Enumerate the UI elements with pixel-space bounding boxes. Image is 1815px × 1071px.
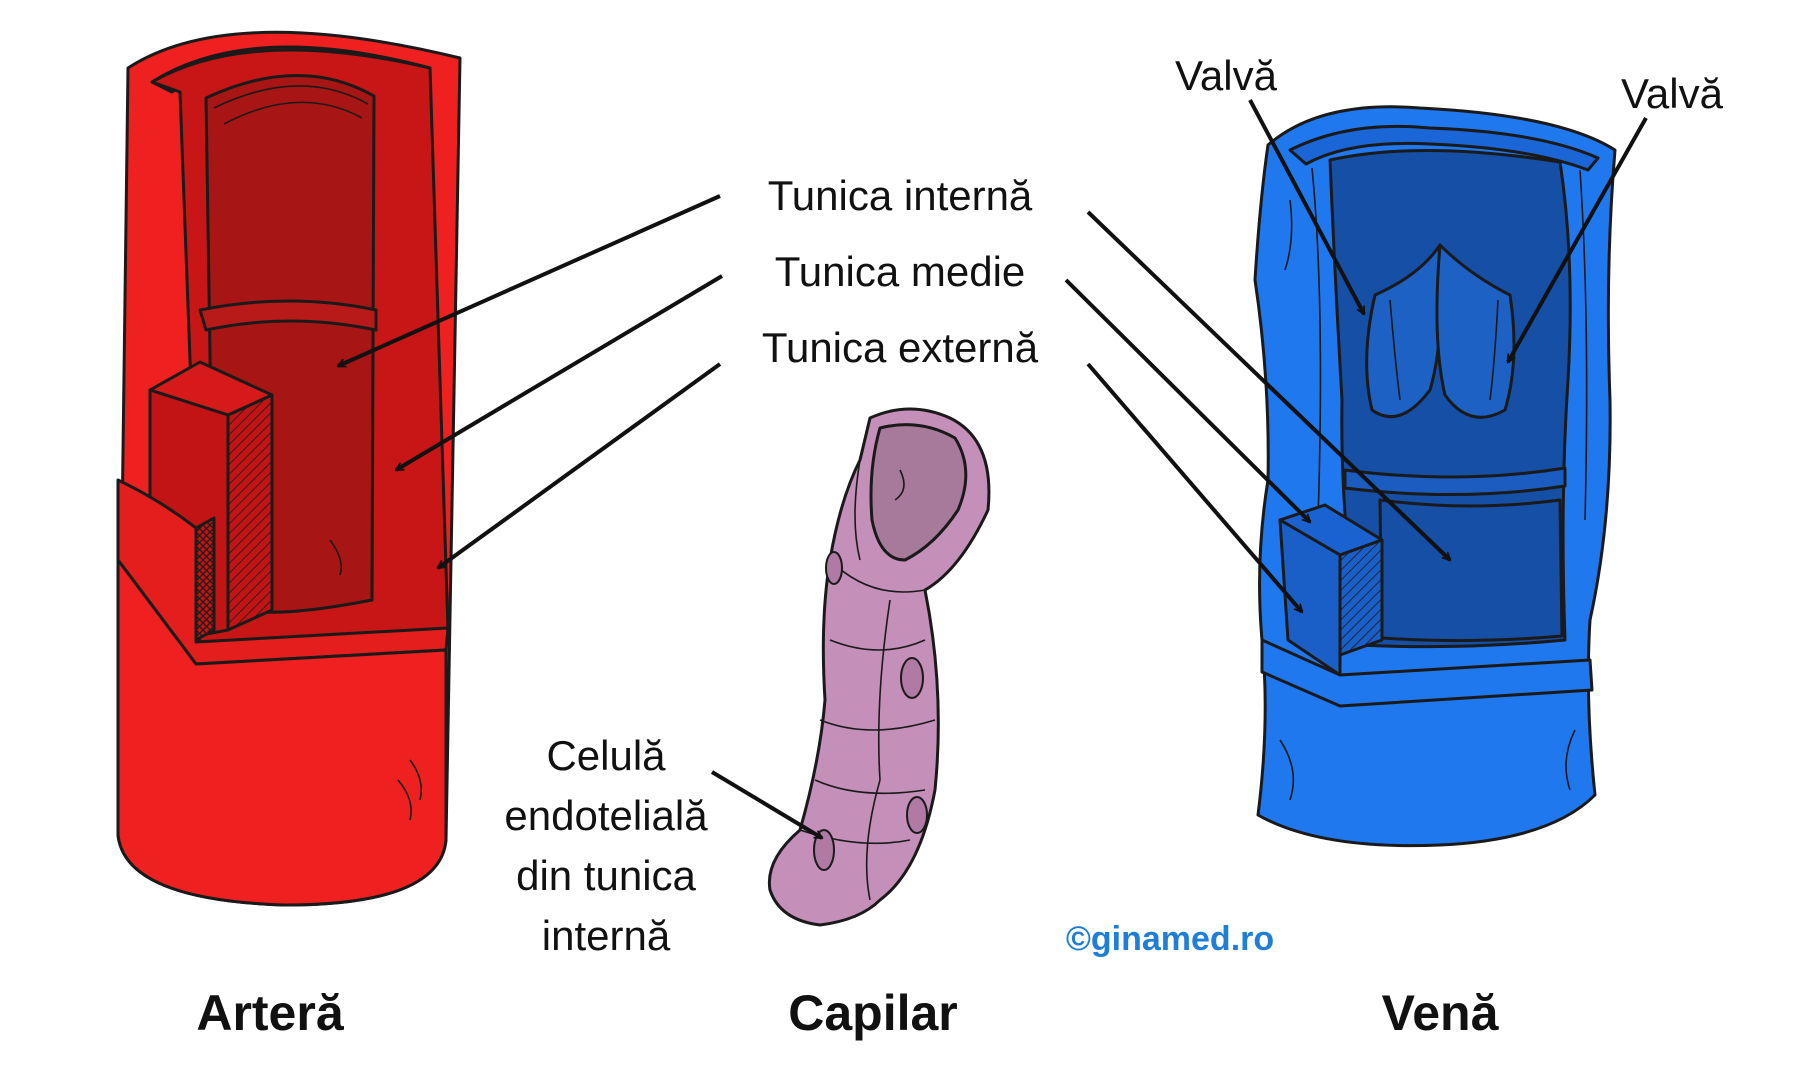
artery-media-cut-face bbox=[226, 393, 274, 632]
labels: Tunica internă Tunica medie Tunica exter… bbox=[196, 52, 1723, 1041]
label-celula-line1: Celulă bbox=[546, 732, 666, 779]
label-valva-left: Valvă bbox=[1175, 52, 1278, 99]
title-capilar: Capilar bbox=[788, 985, 958, 1041]
arrow-tunica-interna-artery bbox=[336, 194, 721, 368]
label-celula-line2: endotelială bbox=[504, 792, 708, 839]
arrow-tunica-externa-artery bbox=[436, 362, 722, 570]
capillary-nucleus bbox=[906, 796, 928, 834]
arrow-tunica-interna-vein bbox=[1086, 210, 1452, 562]
label-celula-line4: internă bbox=[542, 912, 671, 959]
arrow-valva-right bbox=[1506, 117, 1648, 364]
credit-watermark: ©ginamed.ro bbox=[1066, 920, 1274, 958]
vein-illustration bbox=[1253, 105, 1617, 848]
arrow-tunica-externa-vein bbox=[1086, 362, 1304, 614]
vein-tunica-media-rim bbox=[1288, 124, 1600, 172]
capillary-nucleus bbox=[900, 657, 924, 699]
capillary-nucleus bbox=[813, 829, 835, 871]
vein-valve-right bbox=[1435, 243, 1516, 419]
vein-media-cut-face bbox=[1338, 538, 1384, 657]
title-artera: Arteră bbox=[196, 985, 344, 1041]
arrow-valva-left bbox=[1248, 99, 1366, 316]
arrow-tunica-medie-vein bbox=[1064, 278, 1312, 524]
label-valva-right: Valvă bbox=[1621, 70, 1724, 117]
capillary-lumen bbox=[869, 423, 968, 562]
artery-externa-cut-face bbox=[194, 516, 216, 642]
artery-tunica-interna-band bbox=[198, 299, 378, 332]
callout-lines bbox=[336, 99, 1648, 840]
arrow-celula-endoteliala bbox=[710, 770, 824, 840]
label-tunica-interna: Tunica internă bbox=[768, 172, 1033, 219]
artery-illustration bbox=[116, 30, 462, 907]
vein-valve-left bbox=[1365, 243, 1443, 419]
capillary-nucleus bbox=[825, 551, 843, 585]
arrow-tunica-medie-artery bbox=[394, 274, 724, 472]
label-tunica-medie: Tunica medie bbox=[775, 248, 1026, 295]
label-tunica-externa: Tunica externă bbox=[762, 324, 1039, 371]
capillary-illustration bbox=[767, 407, 991, 927]
title-vena: Venă bbox=[1382, 985, 1500, 1041]
label-celula-line3: din tunica bbox=[516, 852, 696, 899]
